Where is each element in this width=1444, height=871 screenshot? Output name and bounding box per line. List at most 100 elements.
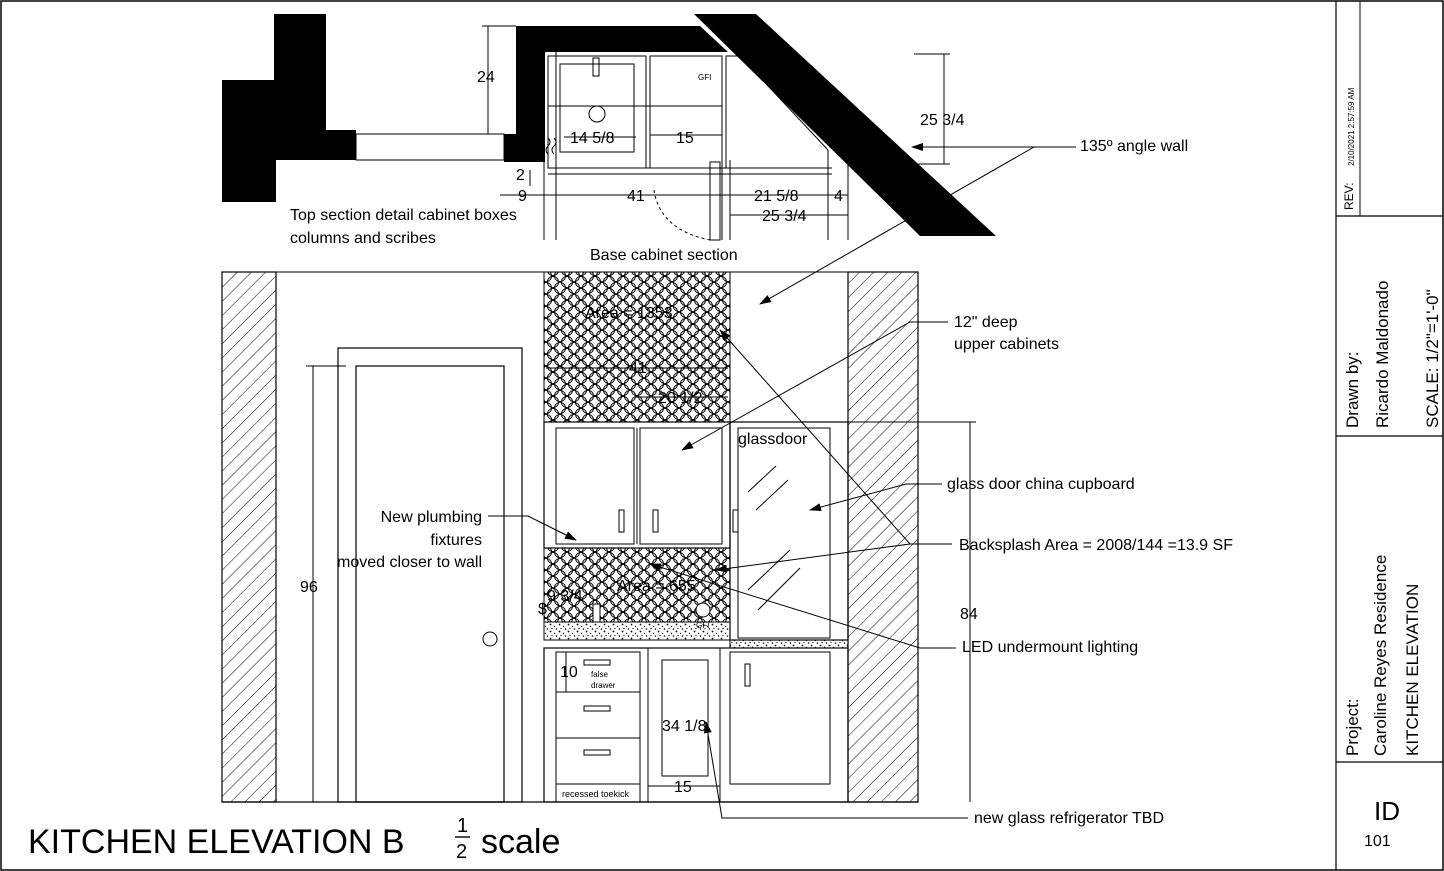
right-base-handle: [744, 663, 751, 687]
top-section-note-line1: Top section detail cabinet boxes: [290, 207, 517, 224]
plan-view: [222, 14, 996, 241]
plan-drain: [588, 105, 606, 123]
glass-reflection: [747, 465, 777, 493]
leader-refrigerator: [703, 721, 968, 819]
fridge-door: [661, 659, 709, 777]
gfi-label-elev: GFI: [696, 621, 709, 630]
glass-reflection: [755, 479, 789, 511]
leader-china-cupboard: [809, 483, 942, 511]
base-cabinet-section-label: Base cabinet section: [590, 247, 738, 264]
sheet-title: KITCHEN ELEVATION: [1403, 584, 1422, 756]
plan-door-swing: [653, 189, 711, 241]
plan-angle-wall: [694, 14, 996, 236]
plan-fridge: [709, 161, 721, 241]
china-cupboard-note: glass door china cupboard: [947, 476, 1135, 493]
recessed-toekick-label: recessed toekick: [562, 789, 630, 799]
gfi-label-plan: GFI: [698, 73, 711, 82]
fridge-housing: [647, 647, 721, 803]
countertop-right: [729, 639, 849, 649]
scale-label: SCALE: 1/2"=1'-0": [1423, 289, 1442, 428]
dim-15-elev: 15: [674, 779, 692, 796]
sheet-id: ID: [1374, 796, 1400, 826]
dim-4: 4: [834, 188, 843, 205]
dim-14-5-8: 14 5/8: [570, 130, 615, 147]
dim-41-plan: 41: [627, 188, 645, 205]
dim-34-1-8: 34 1/8: [662, 718, 707, 735]
project-label: Project:: [1343, 698, 1362, 756]
dim-2: 2: [516, 167, 525, 184]
upper-cabinet-inner-left: [555, 427, 635, 545]
dim-9-3-4: 9 3/4: [547, 588, 583, 605]
right-base-cabinet: [729, 651, 831, 785]
dim-84: 84: [960, 606, 978, 623]
upper-cabinets-note-line1: 12" deep: [954, 314, 1018, 331]
angle-wall-note: 135º angle wall: [1080, 138, 1188, 155]
project-name: Caroline Reyes Residence: [1371, 555, 1390, 756]
rev-date: 2/10/2021 2:57:59 AM: [1347, 87, 1356, 166]
plumbing-note-line3: moved closer to wall: [337, 554, 482, 571]
dim-96: 96: [300, 579, 318, 596]
toekick: [555, 783, 641, 803]
door-frame: [337, 347, 523, 803]
upper-cabinet-handle: [618, 509, 625, 533]
sheet-number: 101: [1364, 833, 1391, 850]
dim-24: 24: [477, 69, 495, 86]
leader-led: [649, 563, 956, 649]
area-lower-label: Area = 655: [617, 578, 696, 595]
drawer-pull: [583, 659, 611, 666]
upper-cabinets-note-line2: upper cabinets: [954, 336, 1059, 353]
dim-9: 9: [518, 188, 527, 205]
dim-15-plan: 15: [676, 130, 694, 147]
door-knob: [482, 631, 498, 647]
glass-reflection: [757, 567, 801, 611]
plan-sink: [559, 63, 635, 153]
drawing-title-suffix: scale: [481, 823, 560, 861]
china-cupboard-door: [737, 427, 831, 639]
rev-label: REV:: [1342, 182, 1356, 210]
faucet: [592, 603, 601, 623]
plumbing-note-line2: fixtures: [430, 532, 482, 549]
glassdoor-label: glassdoor: [738, 431, 808, 448]
plan-scribe-mark: [551, 137, 557, 155]
top-section-note-line2: columns and scribes: [290, 230, 436, 247]
elevation-view: [221, 271, 976, 803]
dollar-symbol: $: [538, 601, 547, 618]
title-fraction-den: 2: [456, 841, 467, 863]
title-block: [1335, 1, 1443, 870]
false-drawer-label-2: drawer: [591, 681, 616, 690]
drawn-by-label: Drawn by:: [1343, 351, 1362, 428]
china-cupboard-handle: [732, 509, 739, 533]
callout-leaders: [488, 143, 1076, 819]
right-column: [847, 271, 919, 803]
plan-corner-cabinet: [725, 55, 829, 169]
refrigerator-note: new glass refrigerator TBD: [974, 810, 1164, 827]
title-fraction-num: 1: [457, 815, 468, 837]
dim-10: 10: [560, 664, 578, 681]
plan-faucet: [592, 57, 600, 77]
backsplash-note: Backsplash Area = 2008/144 =13.9 SF: [959, 537, 1233, 554]
dim-21-5-8: 21 5/8: [754, 188, 799, 205]
dim-20-1-2: 20 1/2: [658, 390, 703, 407]
dim-41-elev: 41: [629, 360, 647, 377]
leader-plumbing: [488, 515, 577, 541]
plan-wall-opening: [355, 133, 505, 161]
drawer-pull: [583, 749, 611, 756]
left-column: [221, 271, 277, 803]
plan-top-wall: [516, 26, 728, 134]
false-drawer-label-1: false: [591, 670, 608, 679]
countertop: [543, 621, 731, 641]
drawer-pull: [583, 705, 611, 712]
leader-backsplash-2: [715, 543, 911, 573]
upper-cabinet-inner-right: [639, 427, 723, 545]
plan-scribe-mark: [545, 137, 551, 155]
led-note: LED undermount lighting: [962, 639, 1138, 656]
door-slab: [355, 365, 505, 803]
plumbing-note-line1: New plumbing: [381, 509, 482, 526]
drawn-by-name: Ricardo Maldonado: [1373, 281, 1392, 428]
area-upper-label: Area = 1353: [585, 305, 673, 322]
plan-column-left: [504, 134, 545, 162]
plan-sink-cabinet: [547, 55, 647, 169]
dim-25-3-4-right: 25 3/4: [920, 112, 965, 129]
upper-cabinet-handle: [652, 509, 659, 533]
